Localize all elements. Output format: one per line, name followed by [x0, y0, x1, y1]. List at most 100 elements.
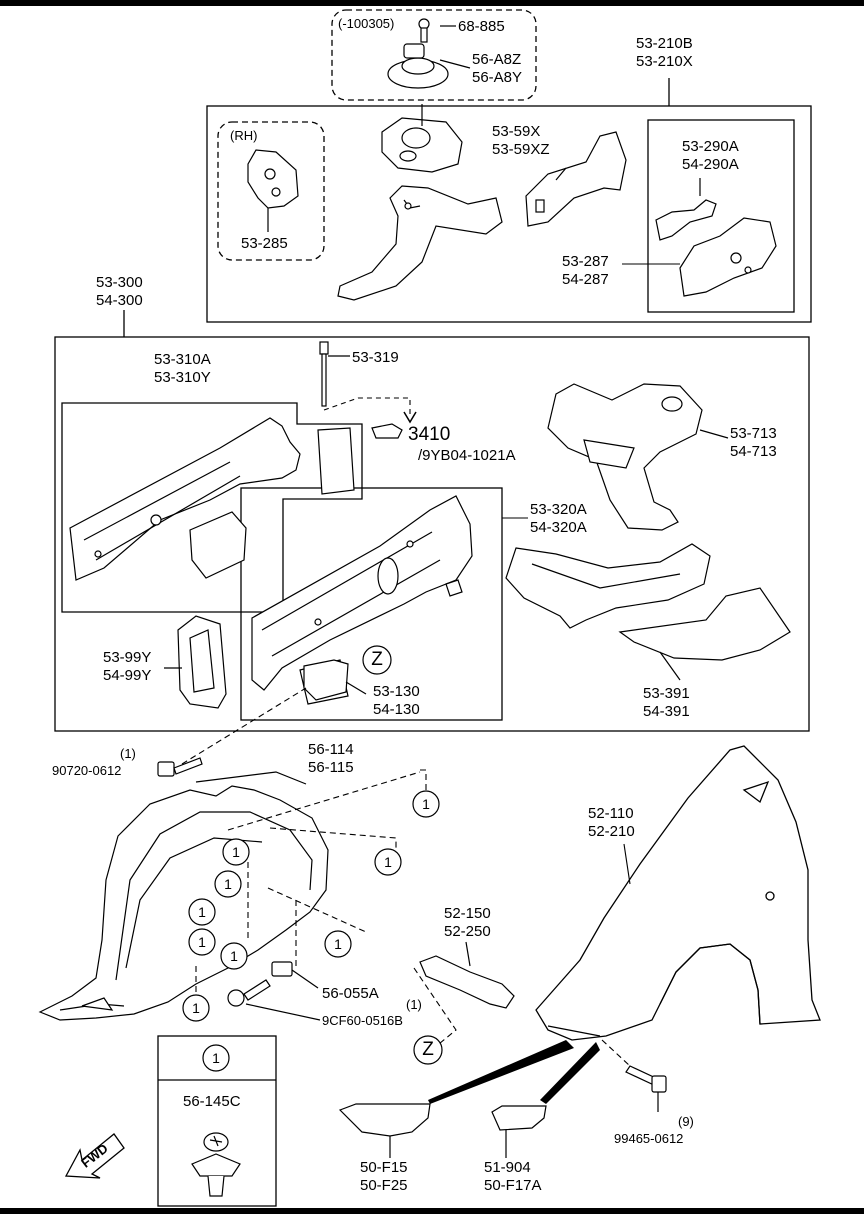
callout-number: 1: [224, 876, 232, 892]
bolt9-qty-label: (9): [678, 1114, 694, 1129]
clip-legend-box: [157, 1035, 277, 1207]
strut-mount-part: [387, 18, 471, 89]
frame-group-box: [54, 336, 810, 732]
part-label-50-f17a: 50-F17A: [484, 1177, 542, 1194]
part-label-56-055a: 56-055A: [322, 985, 379, 1002]
rh-bracket-part: [247, 149, 299, 232]
apron-group-box: [206, 105, 812, 323]
gasket-53-99y-part: [164, 615, 227, 709]
part-label-56-115: 56-115: [308, 759, 354, 776]
part-label-53-210b: 53-210B: [636, 35, 693, 52]
part-label-54-290a: 54-290A: [682, 156, 739, 173]
part-label-9cf60-0516b: 9CF60-0516B: [322, 1013, 403, 1028]
part-label-90720-0612: 90720-0612: [52, 763, 122, 778]
bolt-90720: [157, 757, 203, 777]
date-code-label: (-100305): [338, 16, 395, 31]
part-label-54-320a: 54-320A: [530, 519, 587, 536]
part-label-56-a8y: 56-A8Y: [472, 69, 523, 86]
strut-tower-part: [381, 104, 463, 173]
dashed-box-rh: [217, 121, 325, 261]
part-label-99465-0612: 99465-0612: [614, 1131, 684, 1146]
screw-9cf60: [227, 979, 321, 1021]
part-label-56-114: 56-114: [308, 741, 354, 758]
part-label-50-f25: 50-F25: [360, 1177, 408, 1194]
part-label-52-250: 52-250: [444, 923, 491, 940]
box-53-290a: [647, 119, 795, 313]
part-label-53-310y: 53-310Y: [154, 369, 211, 386]
seal-strip-b: [540, 1042, 600, 1104]
part-label-54-287: 54-287: [562, 271, 609, 288]
part-label-68-885: 68-885: [458, 18, 505, 35]
part-label-53-99y: 53-99Y: [103, 649, 152, 666]
reference-sub-code: /9YB04-1021A: [418, 447, 516, 464]
part-label-53-59xz: 53-59XZ: [492, 141, 550, 158]
mud-guard-50-f15: [338, 1103, 431, 1158]
part-label-54-391: 54-391: [643, 703, 690, 720]
callout-number: 1: [384, 854, 392, 870]
extension-curved-part: [505, 543, 711, 629]
dashed-box-mount: [331, 9, 537, 101]
plate-53-391-part: [618, 587, 791, 681]
part-label-53-391: 53-391: [643, 685, 690, 702]
part-label-53-320a: 53-320A: [530, 501, 587, 518]
part-label-53-59x: 53-59X: [492, 123, 541, 140]
clip-56-055a: [271, 961, 319, 989]
part-label-54-99y: 54-99Y: [103, 667, 152, 684]
part-label-53-210x: 53-210X: [636, 53, 693, 70]
bolt-qty-label: (1): [120, 746, 136, 761]
reinforcement-53-287-part: [679, 217, 777, 297]
part-label-53-319: 53-319: [352, 349, 399, 366]
part-label-56-145c: 56-145C: [183, 1093, 241, 1110]
z-mark-label: Z: [371, 649, 383, 670]
reference-hand-icon: [371, 423, 403, 439]
part-label-53-713: 53-713: [730, 425, 777, 442]
bolt-53-319: [319, 341, 350, 407]
apron-rail-part: [337, 185, 503, 301]
reference-3410[interactable]: 3410: [408, 424, 451, 445]
front-fender-part: [535, 745, 821, 1041]
part-label-53-287: 53-287: [562, 253, 609, 270]
part-label-53-285: 53-285: [241, 235, 288, 252]
part-label-54-713: 54-713: [730, 443, 777, 460]
callout-number: 1: [230, 948, 238, 964]
seal-strip-a: [428, 1040, 574, 1104]
fwd-arrow-icon: [64, 1133, 125, 1179]
top-border: [0, 0, 864, 6]
bolt-99465: [625, 1065, 667, 1112]
callout-number: 1: [422, 796, 430, 812]
part-label-52-110: 52-110: [588, 805, 634, 822]
part-label-50-f15: 50-F15: [360, 1159, 408, 1176]
member-53-713-part: [547, 383, 729, 531]
part-label-53-310a: 53-310A: [154, 351, 211, 368]
z-mark-label: Z: [422, 1039, 434, 1060]
part-label-53-300: 53-300: [96, 274, 143, 291]
bracket-53-290a-part: [655, 178, 717, 241]
part-label-51-904: 51-904: [484, 1159, 531, 1176]
part-label-53-130: 53-130: [373, 683, 420, 700]
mud-guard-51-904: [491, 1105, 547, 1158]
push-clip-icon: [191, 1132, 241, 1197]
callout-number: 1: [232, 844, 240, 860]
callout-number: 1: [198, 934, 206, 950]
part-label-56-a8z: 56-A8Z: [472, 51, 522, 68]
bottom-border: [0, 1208, 864, 1214]
frame-rail-53-320a-part: [251, 495, 473, 705]
part-label-53-290a: 53-290A: [682, 138, 739, 155]
fender-liner-part: [38, 771, 329, 1021]
part-label-52-150: 52-150: [444, 905, 491, 922]
rh-label: (RH): [230, 128, 258, 143]
clip-legend-number: 1: [212, 1050, 220, 1066]
part-label-52-210: 52-210: [588, 823, 635, 840]
callout-number: 1: [334, 936, 342, 952]
callout-number: 1: [198, 904, 206, 920]
box-53-320a: [240, 487, 503, 721]
box-53-310a: [61, 402, 363, 613]
bracket-53-59x-part: [525, 131, 627, 227]
bracket-52-150-part: [419, 941, 515, 1009]
part-label-54-300: 54-300: [96, 292, 143, 309]
callout-number: 1: [192, 1000, 200, 1016]
bracket-53-130-part: [303, 659, 367, 701]
part-label-54-130: 54-130: [373, 701, 420, 718]
